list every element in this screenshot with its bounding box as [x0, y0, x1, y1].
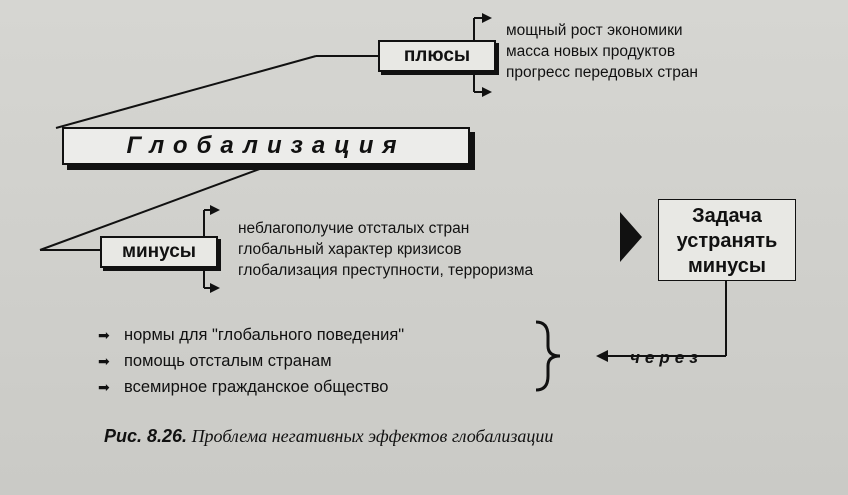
- plus-list: мощный рост экономики масса новых продук…: [506, 20, 698, 83]
- task-line: устранять: [676, 229, 778, 252]
- curly-brace-icon: [535, 320, 561, 392]
- big-triangle-arrow-icon: [620, 212, 642, 262]
- minus-item: глобальный характер кризисов: [238, 241, 462, 258]
- plus-box: плюсы: [378, 40, 496, 72]
- minus-item: неблагополучие отсталых стран: [238, 220, 470, 237]
- means-item: ➡ всемирное гражданское общество: [98, 374, 404, 400]
- plus-item: прогресс передовых стран: [506, 64, 698, 81]
- minus-list: неблагополучие отсталых стран глобальный…: [238, 218, 533, 281]
- task-line: Задача: [692, 204, 762, 227]
- plus-diagonal-line: [55, 55, 317, 129]
- figure-caption: Рис. 8.26. Проблема негативных эффектов …: [104, 426, 553, 447]
- minus-arrow-top-icon: [210, 205, 220, 215]
- minus-arrow-bottom-icon: [210, 283, 220, 293]
- plus-item: масса новых продуктов: [506, 43, 676, 60]
- plus-item: мощный рост экономики: [506, 22, 683, 39]
- arrow-bullet-icon: ➡: [98, 379, 110, 395]
- minus-box: минусы: [100, 236, 218, 268]
- means-item: ➡ нормы для "глобального поведения": [98, 322, 404, 348]
- caption-text: Проблема негативных эффектов глобализаци…: [191, 426, 554, 446]
- arrow-bullet-icon: ➡: [98, 353, 110, 369]
- globalization-bar: Глобализация: [62, 127, 470, 165]
- task-box: Задача устранять минусы: [658, 199, 796, 281]
- means-item: ➡ помощь отсталым странам: [98, 348, 404, 374]
- means-item-label: всемирное гражданское общество: [124, 378, 389, 396]
- task-line: минусы: [687, 254, 766, 277]
- means-item-label: нормы для "глобального поведения": [124, 326, 405, 344]
- plus-arrow-top-icon: [482, 13, 492, 23]
- means-list: ➡ нормы для "глобального поведения" ➡ помо…: [98, 322, 404, 400]
- means-item-label: помощь отсталым странам: [124, 352, 332, 370]
- arrow-bullet-icon: ➡: [98, 327, 110, 343]
- minus-diagonal-line: [39, 162, 277, 251]
- via-label: через: [630, 348, 703, 367]
- minus-item: глобализация преступности, терроризма: [238, 262, 534, 279]
- via-arrow-icon: [596, 350, 608, 362]
- caption-number: Рис. 8.26.: [104, 426, 188, 446]
- plus-arrow-bottom-icon: [482, 87, 492, 97]
